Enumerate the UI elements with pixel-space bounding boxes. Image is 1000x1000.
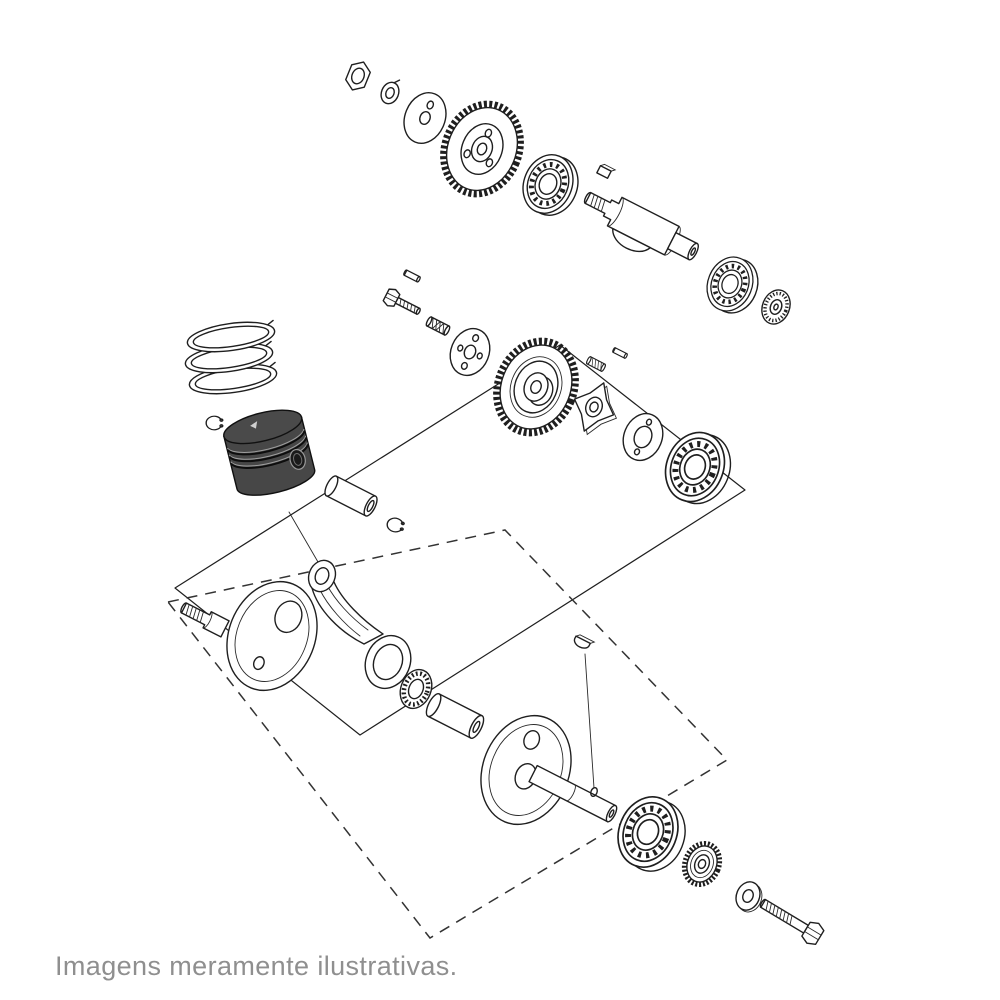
hex-bolt [759, 898, 825, 946]
ball-bearing [515, 147, 582, 221]
crankshaft-left-stub [180, 602, 230, 638]
crank-pin [425, 693, 485, 739]
dowel-pin [612, 347, 628, 359]
hex-nut [345, 61, 371, 91]
thrust-washer [403, 92, 447, 144]
needle-bearing [399, 668, 433, 710]
ball-bearing [655, 424, 734, 511]
connecting-rod [307, 559, 412, 690]
crown-arrow-mark [250, 421, 258, 429]
timing-sprocket [681, 841, 723, 887]
ratchet-pawl [573, 382, 618, 436]
circlip [385, 516, 406, 534]
right-crank-web [480, 714, 572, 826]
balancer-shaft-assembly [345, 61, 791, 325]
spring [586, 356, 606, 372]
oil-seal-bearing [761, 289, 791, 325]
crankshaft-assembly [180, 559, 825, 946]
balancer-drive-gear [440, 100, 524, 198]
lock-washer [380, 79, 401, 105]
woodruff-key [573, 634, 596, 649]
leader-line-key [584, 653, 595, 789]
dowel-pin [403, 269, 421, 283]
square-key [596, 163, 617, 179]
caption-text: Imagens meramente ilustrativas. [55, 951, 458, 981]
piston-pin [324, 475, 378, 517]
leader-line-piston [288, 511, 319, 563]
flat-washer [735, 881, 763, 913]
group-plane-dashed [166, 529, 729, 939]
key-seat-mark [590, 786, 598, 798]
lock-plate-washer [622, 412, 664, 462]
circlip [205, 415, 224, 431]
balancer-shaft [583, 191, 699, 261]
primary-drive-gear [493, 337, 579, 437]
spring [425, 316, 451, 336]
retainer-plate [449, 327, 491, 377]
crankshaft-right-shaft [528, 764, 618, 823]
piston [223, 409, 316, 496]
main-ball-bearing [608, 788, 688, 876]
ball-bearing [699, 250, 761, 318]
group-plane-solid [174, 344, 746, 736]
piston-and-primary-gear-assembly [182, 269, 741, 563]
bolt [382, 288, 421, 315]
left-crank-web [226, 580, 318, 692]
